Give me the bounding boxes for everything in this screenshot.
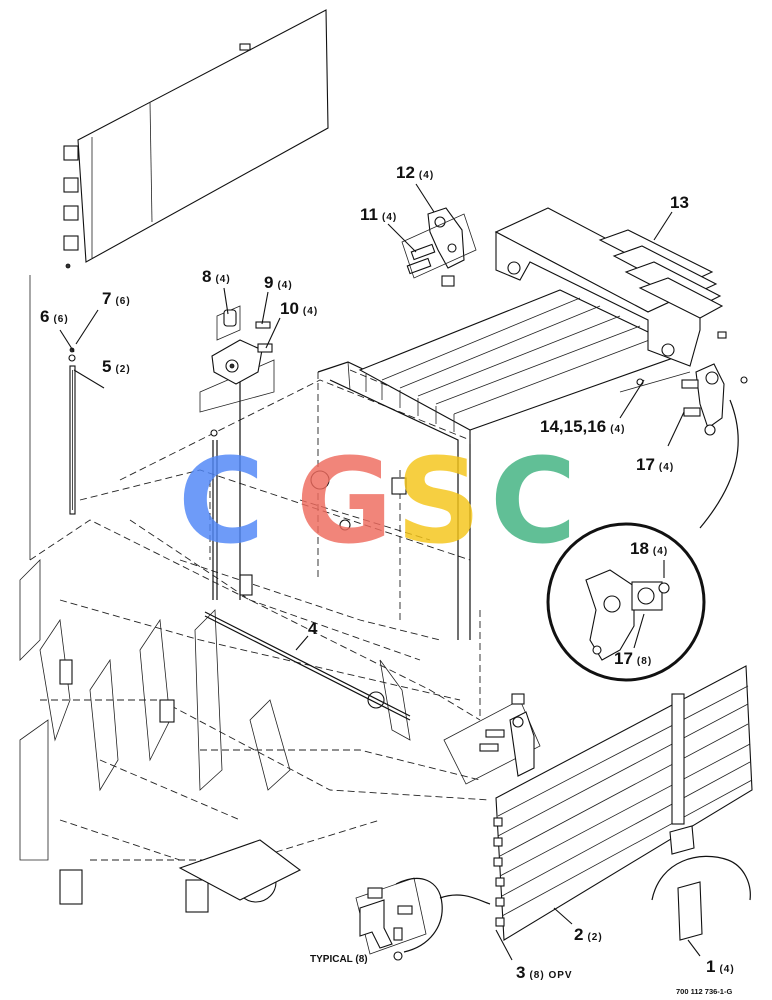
lower-hinge-bracket xyxy=(443,693,541,785)
watermark-letter-4: C xyxy=(490,432,577,570)
callout-1: 1(4) xyxy=(706,957,735,976)
hinge-assembly-right xyxy=(619,363,748,436)
callout-3: 3(8) OPV xyxy=(516,963,573,982)
callout-6: 6(6) xyxy=(40,307,69,326)
callout-12: 12(4) xyxy=(396,163,434,182)
callout-13: 13 xyxy=(670,193,689,212)
callout-10: 10(4) xyxy=(280,299,318,318)
upper-side-panel xyxy=(29,9,329,560)
callout-17-detail: 17(8) xyxy=(614,649,652,668)
support-rod-assembly xyxy=(199,305,275,600)
callout-18: 18(4) xyxy=(630,539,668,558)
callout-7: 7(6) xyxy=(102,289,131,308)
hinge-bracket-part-12 xyxy=(401,207,477,287)
side-panel-part-2 xyxy=(493,665,753,941)
callout-8: 8(4) xyxy=(202,267,231,286)
callout-11: 11(4) xyxy=(360,205,397,224)
watermark-logo: C G S C xyxy=(178,432,577,570)
drawing-number: 700 112 736-1-G xyxy=(676,987,732,996)
crossmember-part-13 xyxy=(494,207,727,367)
floor-slats xyxy=(358,289,692,444)
callout-4: 4 xyxy=(308,619,318,638)
plate-part-1 xyxy=(651,825,751,941)
detail-view-circle xyxy=(546,399,739,682)
watermark-letter-3: S xyxy=(396,432,481,570)
leader-lines xyxy=(59,183,701,961)
callout-2: 2(2) xyxy=(574,925,603,944)
callout-5: 5(2) xyxy=(102,357,131,376)
typical-note: TYPICAL (8) xyxy=(310,954,368,965)
callout-labels: 1(4) 2(2) 3(8) OPV 4 5(2) 6(6) 7(6) 8(4)… xyxy=(40,163,735,996)
callout-17: 17(4) xyxy=(636,455,674,474)
callout-9: 9(4) xyxy=(264,273,293,292)
callout-14-15-16: 14,15,16(4) xyxy=(540,417,625,436)
rod-part-5 xyxy=(68,347,76,515)
shaft-part-4 xyxy=(204,611,411,721)
watermark-letter-1: C xyxy=(178,432,265,570)
typical-fastener-detail xyxy=(355,877,491,961)
watermark-letter-2: G xyxy=(296,432,393,570)
